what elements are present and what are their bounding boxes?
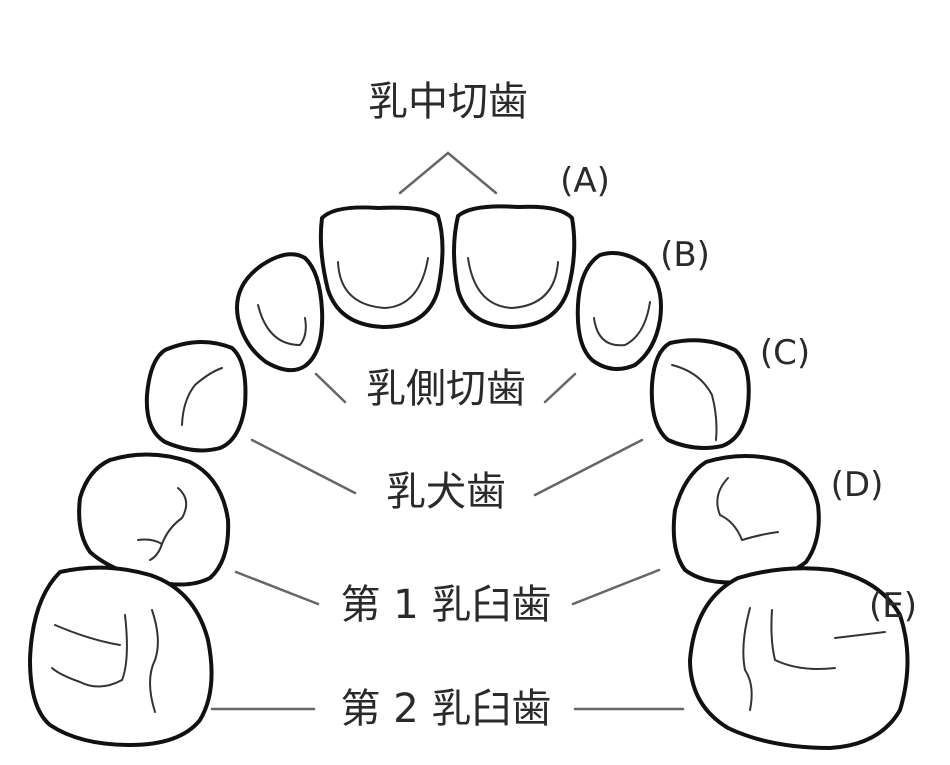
label-lateral-incisor: 乳側切歯 [366,366,526,412]
leader-canine-right [533,438,644,497]
leader-lateral-incisor-left [314,372,347,404]
marker-c: (C) [760,333,810,373]
leader-lateral-incisor-right [543,372,577,404]
label-canine: 乳犬歯 [386,469,506,515]
tooth-central-incisor-right [452,204,577,329]
marker-b: (B) [660,235,710,275]
leader-first-molar-left [234,570,320,606]
tooth-canine-left [144,339,248,453]
tooth-lateral-incisor-right [575,251,663,371]
tooth-lateral-incisor-left [235,252,325,373]
leader-central-incisor [398,151,498,195]
tooth-second-molar-left [28,565,214,747]
tooth-second-molar-right [688,566,910,750]
marker-e: (E) [869,586,917,626]
tooth-canine-right [649,338,751,450]
marker-a: (A) [560,161,610,201]
label-central-incisor: 乳中切歯 [368,79,528,125]
tooth-first-molar-right [671,454,821,585]
leader-canine-left [250,438,357,495]
label-second-molar: 第 2 乳臼歯 [341,686,552,732]
tooth-central-incisor-left [318,205,445,329]
marker-d: (D) [831,465,884,505]
leader-first-molar-right [571,568,661,606]
label-first-molar: 第 1 乳臼歯 [341,582,552,628]
tooth-first-molar-left [77,452,231,587]
